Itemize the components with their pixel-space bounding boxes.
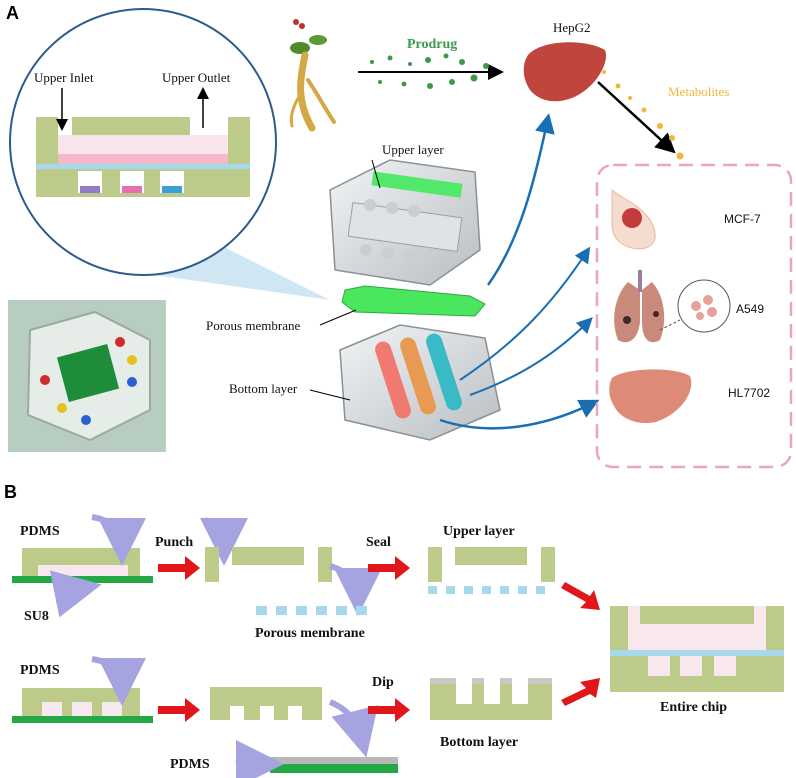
dip-arrow: [328, 699, 378, 758]
bottom-layer-result: [430, 678, 552, 720]
seal-label: Seal: [366, 535, 391, 550]
hl7702-liver-icon: [609, 369, 692, 424]
bottom-layer-leader: [309, 389, 351, 401]
punched-upper-layer: [205, 547, 332, 582]
blue-arrow-to-hl7702: [439, 399, 600, 430]
membrane-piece: [341, 285, 486, 317]
to-entire-chip-arrow-top: [561, 582, 600, 610]
porous-membrane-dashes: [256, 606, 367, 615]
su8-label: SU8: [24, 609, 49, 624]
cross-section: [36, 87, 250, 197]
metabolites-arrow: [597, 81, 676, 154]
seal-arrow: [368, 556, 410, 580]
bottom-layer-b-label: Bottom layer: [440, 735, 518, 750]
dip-red-arrow: [368, 698, 410, 722]
pdms-top-label: PDMS: [20, 524, 60, 539]
pdms-dip-coat: [270, 757, 398, 764]
chip-photo: [8, 300, 166, 452]
hepg2-liver-icon: [523, 42, 607, 102]
sealed-upper-layer: [428, 547, 555, 594]
pdms-dip-arrow: [235, 739, 284, 778]
upper-layer-label: Upper layer: [382, 142, 444, 157]
prodrug-dots: [370, 53, 489, 89]
demolded-bottom-layer: [210, 687, 322, 720]
upper-outlet-label: Upper Outlet: [162, 70, 231, 85]
blue-arrow-to-mcf7: [459, 246, 591, 381]
panel-b-letter: B: [4, 482, 17, 502]
mcf7-label: MCF-7: [724, 212, 761, 226]
a549-label: A549: [736, 302, 764, 316]
upper-layer-leader: [371, 159, 381, 189]
blue-arrow-to-hepg2: [486, 113, 555, 286]
a549-lungs-icon: [614, 270, 731, 343]
pdms-bottom-label: PDMS: [170, 757, 210, 772]
punch-tool-arrow: [199, 517, 248, 566]
punch-label: Punch: [155, 535, 193, 550]
porous-membrane-b-label: Porous membrane: [255, 626, 365, 641]
panel-a-letter: A: [6, 3, 19, 23]
mold-upper: [12, 548, 153, 583]
upper-layer-chip: [329, 159, 481, 286]
entire-chip-label: Entire chip: [660, 700, 727, 715]
hepg2-label: HepG2: [553, 20, 591, 35]
mold-bottom: [12, 688, 153, 723]
pdms-dip-plate: [270, 764, 398, 773]
metabolites-label: Metabolites: [668, 84, 729, 99]
porous-membrane-label: Porous membrane: [206, 318, 300, 333]
punch-arrow: [158, 556, 200, 580]
metabolite-dots: [602, 70, 684, 160]
target-cells-box: [595, 163, 793, 469]
prodrug-label: Prodrug: [407, 37, 457, 52]
to-entire-chip-arrow-bottom: [561, 678, 600, 706]
pdms-pour-arrow-2: [91, 656, 146, 706]
upper-layer-b-label: Upper layer: [443, 524, 515, 539]
entire-chip: [610, 606, 784, 692]
hl7702-label: HL7702: [728, 386, 770, 400]
dip-label: Dip: [372, 675, 394, 690]
su8-arrow: [49, 570, 102, 618]
pdms-mid-label: PDMS: [20, 663, 60, 678]
bottom-layer-label: Bottom layer: [229, 381, 298, 396]
demold-arrow: [158, 698, 200, 722]
bottom-layer-chip: [339, 324, 501, 441]
blue-arrow-to-a549: [469, 317, 593, 396]
mcf7-breast-icon: [611, 188, 656, 250]
pdms-pour-arrow: [91, 514, 146, 566]
ginseng-plant-icon: [289, 19, 336, 132]
membrane-leader: [319, 309, 357, 326]
upper-inlet-label: Upper Inlet: [34, 70, 94, 85]
membrane-insert-arrow: [329, 563, 382, 616]
